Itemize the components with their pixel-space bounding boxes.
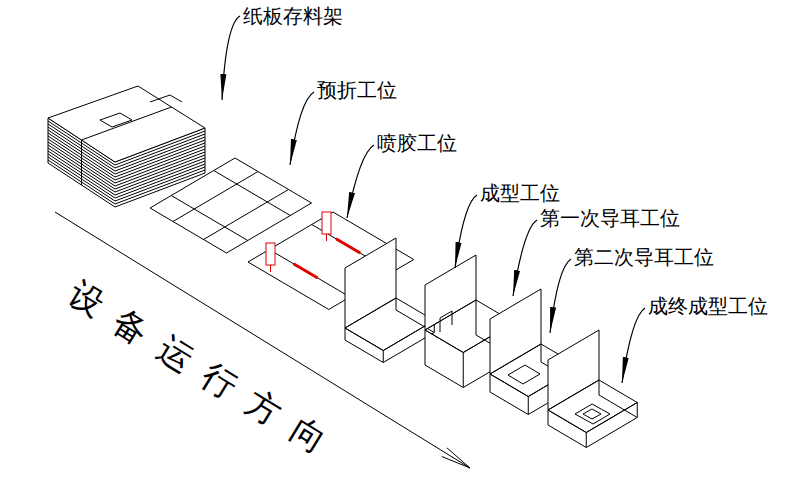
tray-rim bbox=[548, 380, 637, 433]
leader-line bbox=[347, 145, 374, 218]
fold-line bbox=[171, 196, 248, 241]
station-label: 成终成型工位 bbox=[648, 294, 768, 318]
tray-edge bbox=[383, 351, 384, 363]
glue-nozzle bbox=[270, 265, 271, 272]
final-tray bbox=[548, 330, 637, 448]
glue-nozzle bbox=[326, 234, 327, 241]
leader-line bbox=[513, 220, 537, 296]
tray-panel bbox=[490, 289, 541, 374]
tray-detail bbox=[583, 409, 601, 419]
forming-tray bbox=[345, 238, 434, 363]
fold-line bbox=[173, 172, 258, 222]
glue-nozzle bbox=[266, 243, 275, 265]
station-label: 预折工位 bbox=[317, 78, 397, 102]
stack-divider bbox=[81, 140, 82, 185]
leader-line bbox=[455, 195, 477, 268]
stack-top bbox=[48, 86, 205, 162]
glue-nozzle bbox=[322, 212, 331, 234]
fold-line bbox=[204, 190, 289, 240]
station-label: 第二次导耳工位 bbox=[574, 245, 714, 269]
glue-line bbox=[294, 264, 318, 278]
tray-detail bbox=[575, 404, 610, 424]
stack-divider bbox=[82, 107, 172, 140]
station-label: 纸板存料架 bbox=[243, 4, 343, 28]
tray-rim bbox=[345, 298, 434, 351]
tray-inner bbox=[599, 380, 637, 418]
board-stack bbox=[48, 86, 205, 207]
fold-line bbox=[214, 171, 291, 216]
station-label: 第一次导耳工位 bbox=[540, 206, 680, 230]
tray-wall bbox=[345, 321, 434, 363]
blank-detail bbox=[150, 95, 182, 102]
tray-edge bbox=[528, 397, 529, 415]
tray-edge bbox=[586, 433, 587, 448]
glue-line bbox=[336, 239, 360, 253]
ear-flap bbox=[508, 365, 540, 384]
leader-line bbox=[290, 92, 314, 165]
leader-line bbox=[222, 16, 240, 100]
tray-panel bbox=[345, 238, 396, 328]
station-label: 成型工位 bbox=[480, 181, 560, 205]
callout-leaders bbox=[222, 16, 645, 383]
tray-edge bbox=[463, 353, 464, 388]
fold-line bbox=[269, 250, 350, 298]
blank-detail bbox=[100, 113, 132, 127]
ear-flap bbox=[440, 311, 452, 332]
station-label: 喷胶工位 bbox=[377, 131, 457, 155]
tray-panel bbox=[425, 255, 476, 330]
leader-line bbox=[550, 259, 571, 333]
direction-head bbox=[442, 448, 470, 468]
direction-label: 设备运行方向 bbox=[61, 273, 348, 471]
leader-line bbox=[622, 308, 645, 383]
tray-panel bbox=[548, 330, 599, 410]
